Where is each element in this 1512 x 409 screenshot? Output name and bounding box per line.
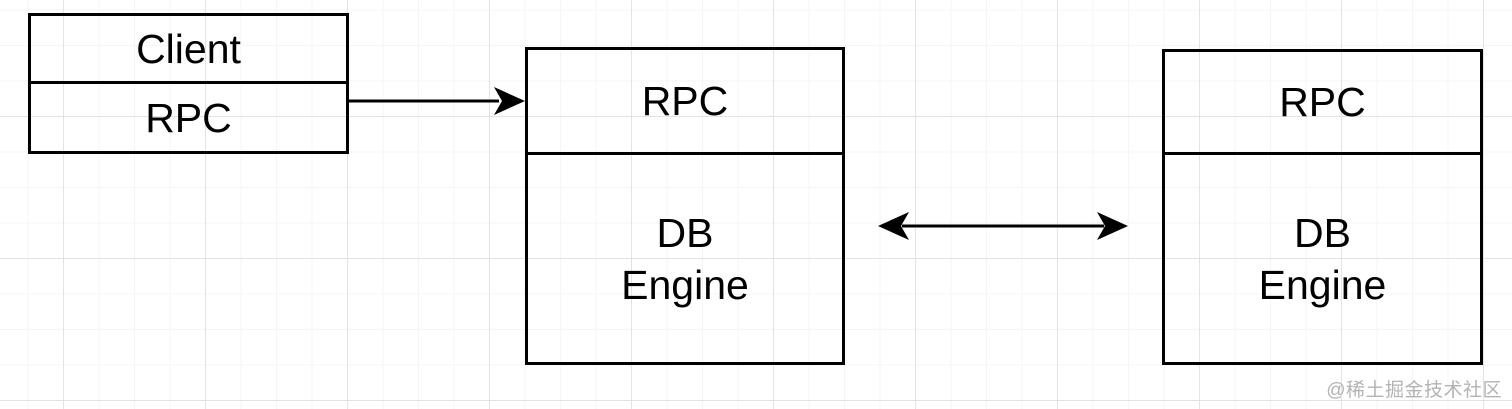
node-db1-body-label: DB Engine bbox=[621, 207, 749, 311]
node-client-title-label: Client bbox=[31, 16, 346, 84]
node-db2-header-label: RPC bbox=[1165, 52, 1480, 155]
node-db2-body: DB Engine bbox=[1165, 155, 1480, 362]
node-db2-body-line1: DB bbox=[1294, 209, 1351, 256]
arrowhead-right-icon bbox=[1097, 212, 1128, 240]
node-db1-body: DB Engine bbox=[528, 155, 842, 362]
node-db-engine-2: RPC DB Engine bbox=[1162, 49, 1483, 365]
node-db1-body-line1: DB bbox=[656, 209, 714, 256]
arrowhead-left-icon bbox=[878, 212, 909, 240]
arrowhead-right-icon bbox=[494, 87, 525, 115]
node-db1-body-line2: Engine bbox=[621, 261, 749, 308]
node-client: Client RPC bbox=[28, 13, 349, 154]
node-db-engine-1: RPC DB Engine bbox=[525, 47, 845, 365]
node-db2-body-line2: Engine bbox=[1258, 261, 1387, 308]
node-db2-body-label: DB Engine bbox=[1259, 207, 1387, 311]
node-db1-header-label: RPC bbox=[528, 50, 842, 155]
edge-db1-to-db2 bbox=[878, 212, 1128, 240]
node-client-rpc-label: RPC bbox=[145, 94, 232, 141]
edge-client-to-db1 bbox=[349, 87, 525, 115]
watermark-text: @稀土掘金技术社区 bbox=[1326, 380, 1502, 401]
